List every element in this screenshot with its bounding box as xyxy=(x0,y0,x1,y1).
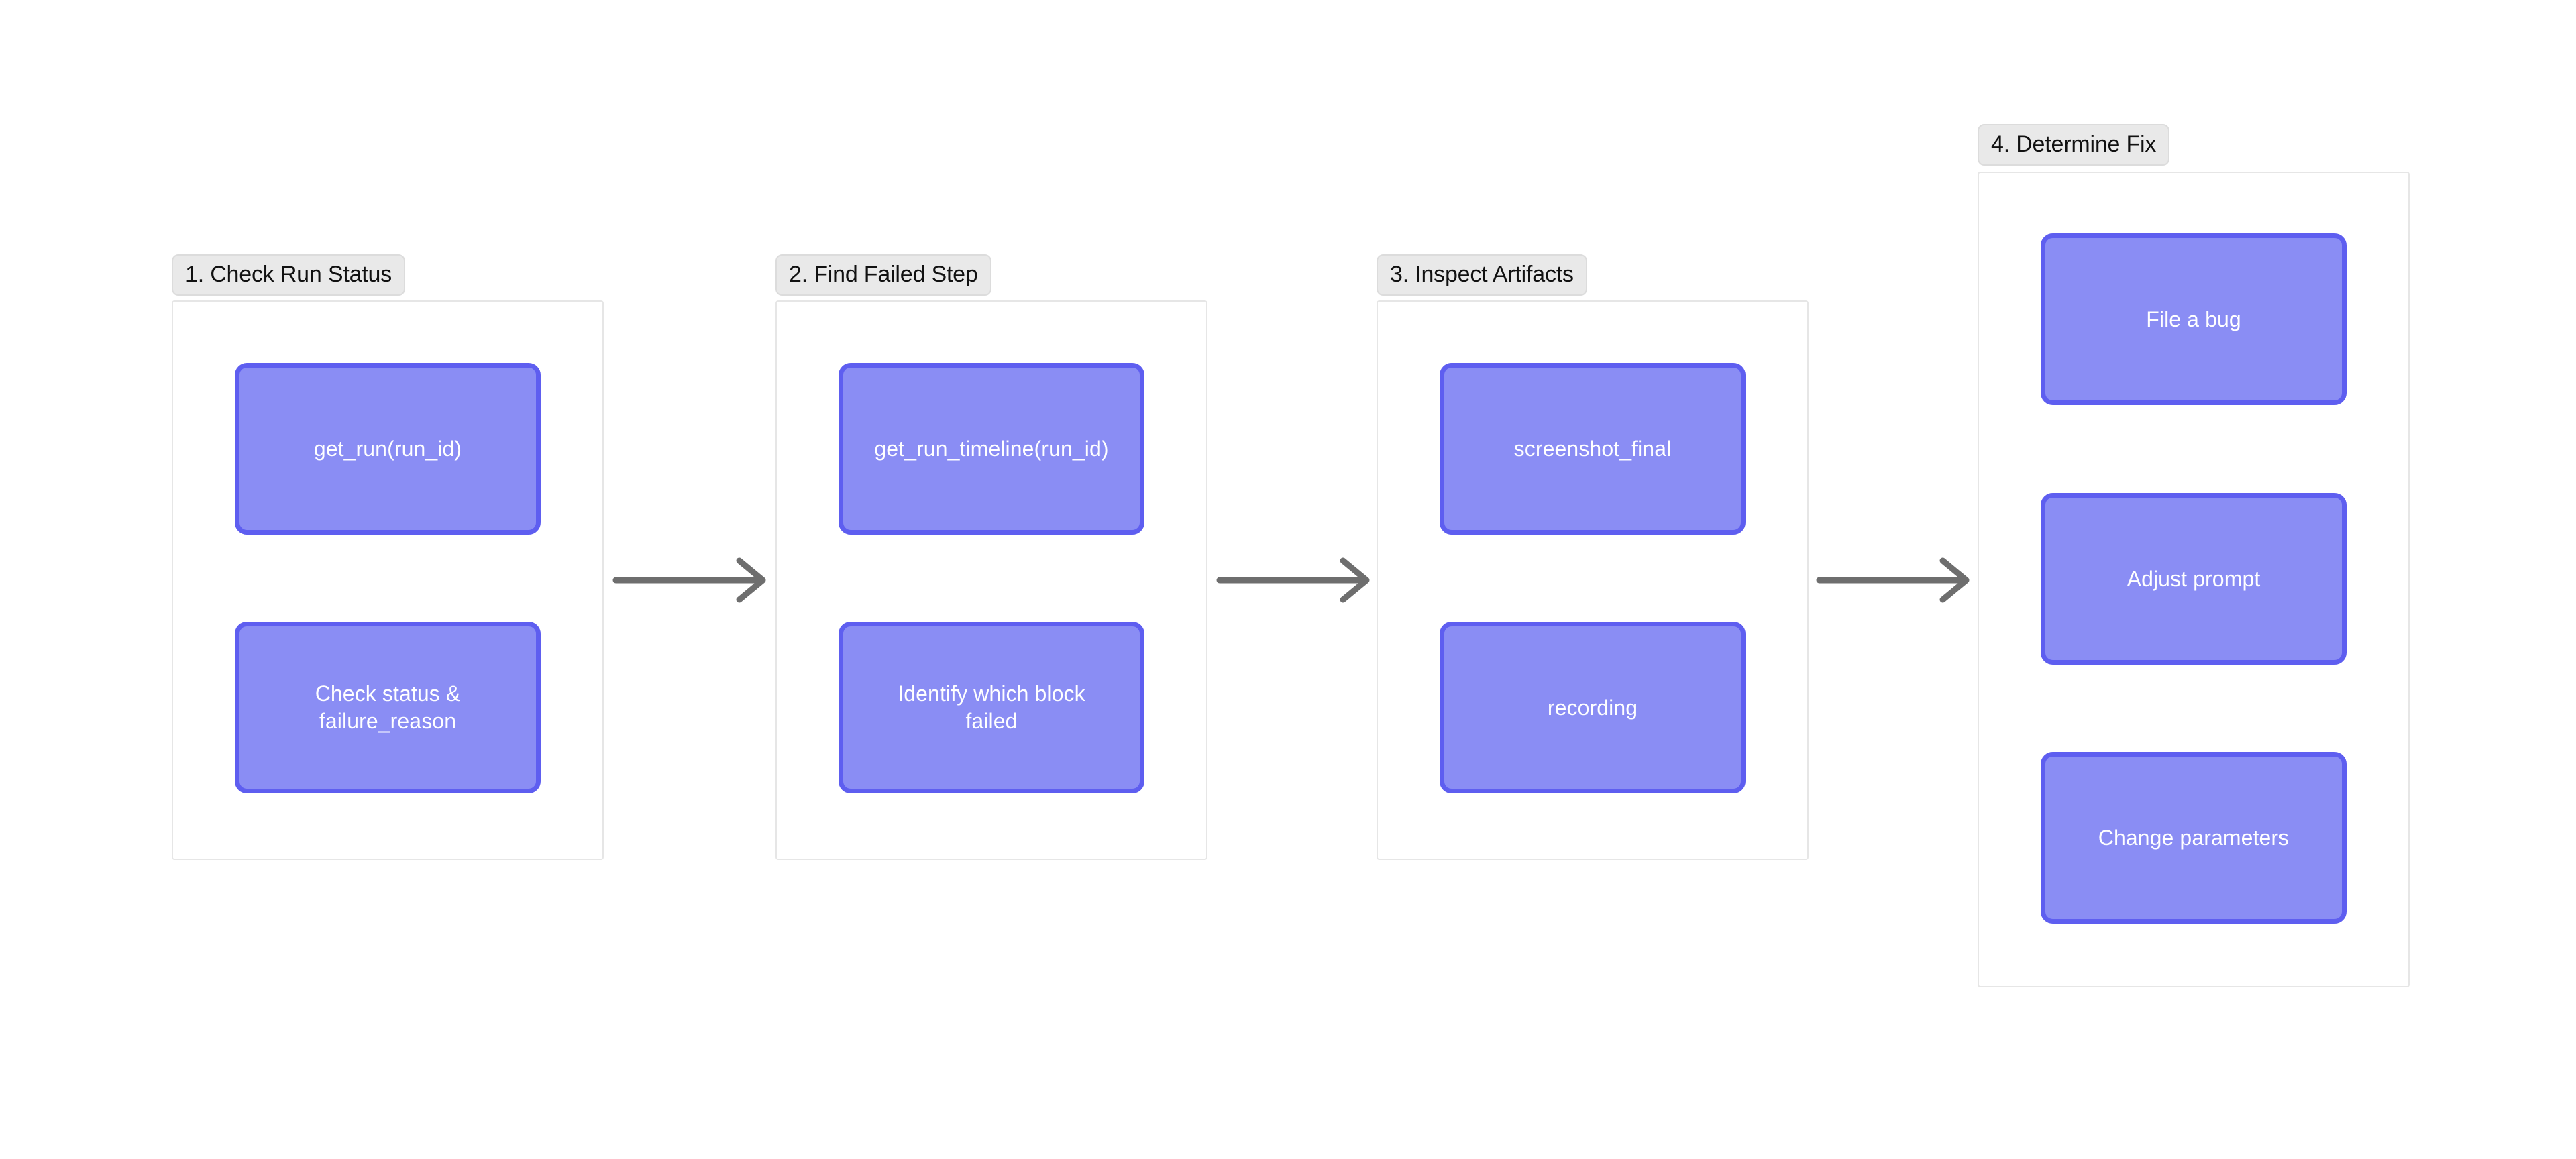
node-adjust-prompt[interactable]: Adjust prompt xyxy=(2041,493,2347,665)
node-recording[interactable]: recording xyxy=(1440,622,1746,793)
node-get-run-label: get_run(run_id) xyxy=(313,436,462,461)
node-check-status[interactable]: Check status & failure_reason xyxy=(235,622,541,793)
node-recording-label: recording xyxy=(1547,695,1638,720)
node-get-run-timeline[interactable]: get_run_timeline(run_id) xyxy=(839,363,1144,535)
cluster-label-check-run-status: 1. Check Run Status xyxy=(172,254,406,296)
cluster-label-determine-fix: 4. Determine Fix xyxy=(1978,124,2170,166)
node-identify-block-label: Identify which block failed xyxy=(898,681,1085,733)
node-adjust-prompt-label: Adjust prompt xyxy=(2127,566,2261,591)
node-change-parameters[interactable]: Change parameters xyxy=(2041,752,2347,924)
node-file-a-bug[interactable]: File a bug xyxy=(2041,233,2347,405)
node-check-status-label: Check status & failure_reason xyxy=(315,681,461,733)
node-change-parameters-label: Change parameters xyxy=(2098,825,2290,850)
node-screenshot-final-label: screenshot_final xyxy=(1513,436,1672,461)
node-get-run-timeline-label: get_run_timeline(run_id) xyxy=(874,436,1109,461)
node-file-a-bug-label: File a bug xyxy=(2146,307,2241,331)
arrow-1-to-2 xyxy=(612,557,769,604)
cluster-label-find-failed-step: 2. Find Failed Step xyxy=(775,254,991,296)
cluster-label-inspect-artifacts: 3. Inspect Artifacts xyxy=(1377,254,1587,296)
node-identify-block[interactable]: Identify which block failed xyxy=(839,622,1144,793)
node-get-run[interactable]: get_run(run_id) xyxy=(235,363,541,535)
arrow-2-to-3 xyxy=(1216,557,1373,604)
arrow-3-to-4 xyxy=(1816,557,1972,604)
node-screenshot-final[interactable]: screenshot_final xyxy=(1440,363,1746,535)
